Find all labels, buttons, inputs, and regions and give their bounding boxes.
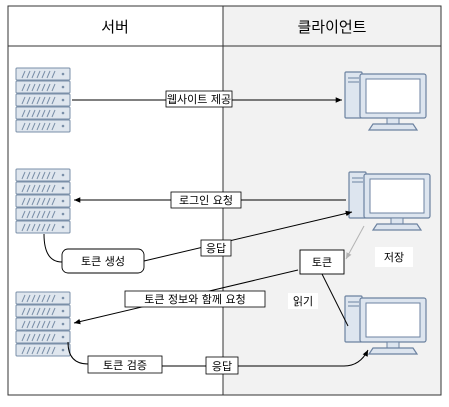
store-label: 저장	[384, 251, 404, 264]
server-rack-icon	[15, 67, 71, 133]
read-label: 읽기	[293, 295, 313, 308]
token-store-box	[299, 249, 345, 275]
server-rack-icon	[15, 168, 71, 234]
response-label-1: 응답	[206, 242, 226, 255]
server-rack-icon	[15, 291, 71, 357]
web-site-label: 웹사이트 제공	[167, 93, 231, 106]
token-create-label: 토큰 생성	[81, 255, 125, 268]
token-verify-label: 토큰 검증	[103, 359, 147, 372]
server-lane-title: 서버	[101, 18, 129, 36]
read-connector	[321, 273, 349, 327]
request-with-token-label: 토큰 정보와 함께 요청	[144, 293, 246, 306]
client-lane-title: 클라이언트	[297, 18, 366, 36]
response-arrow-1	[143, 210, 353, 262]
login-request-label: 로그인 요청	[179, 194, 233, 207]
response-arrow-2	[162, 349, 369, 367]
token-verify-box	[87, 355, 163, 374]
store-arrow	[345, 225, 365, 260]
response-label-2: 응답	[212, 360, 232, 373]
token-label: 토큰	[312, 256, 332, 269]
